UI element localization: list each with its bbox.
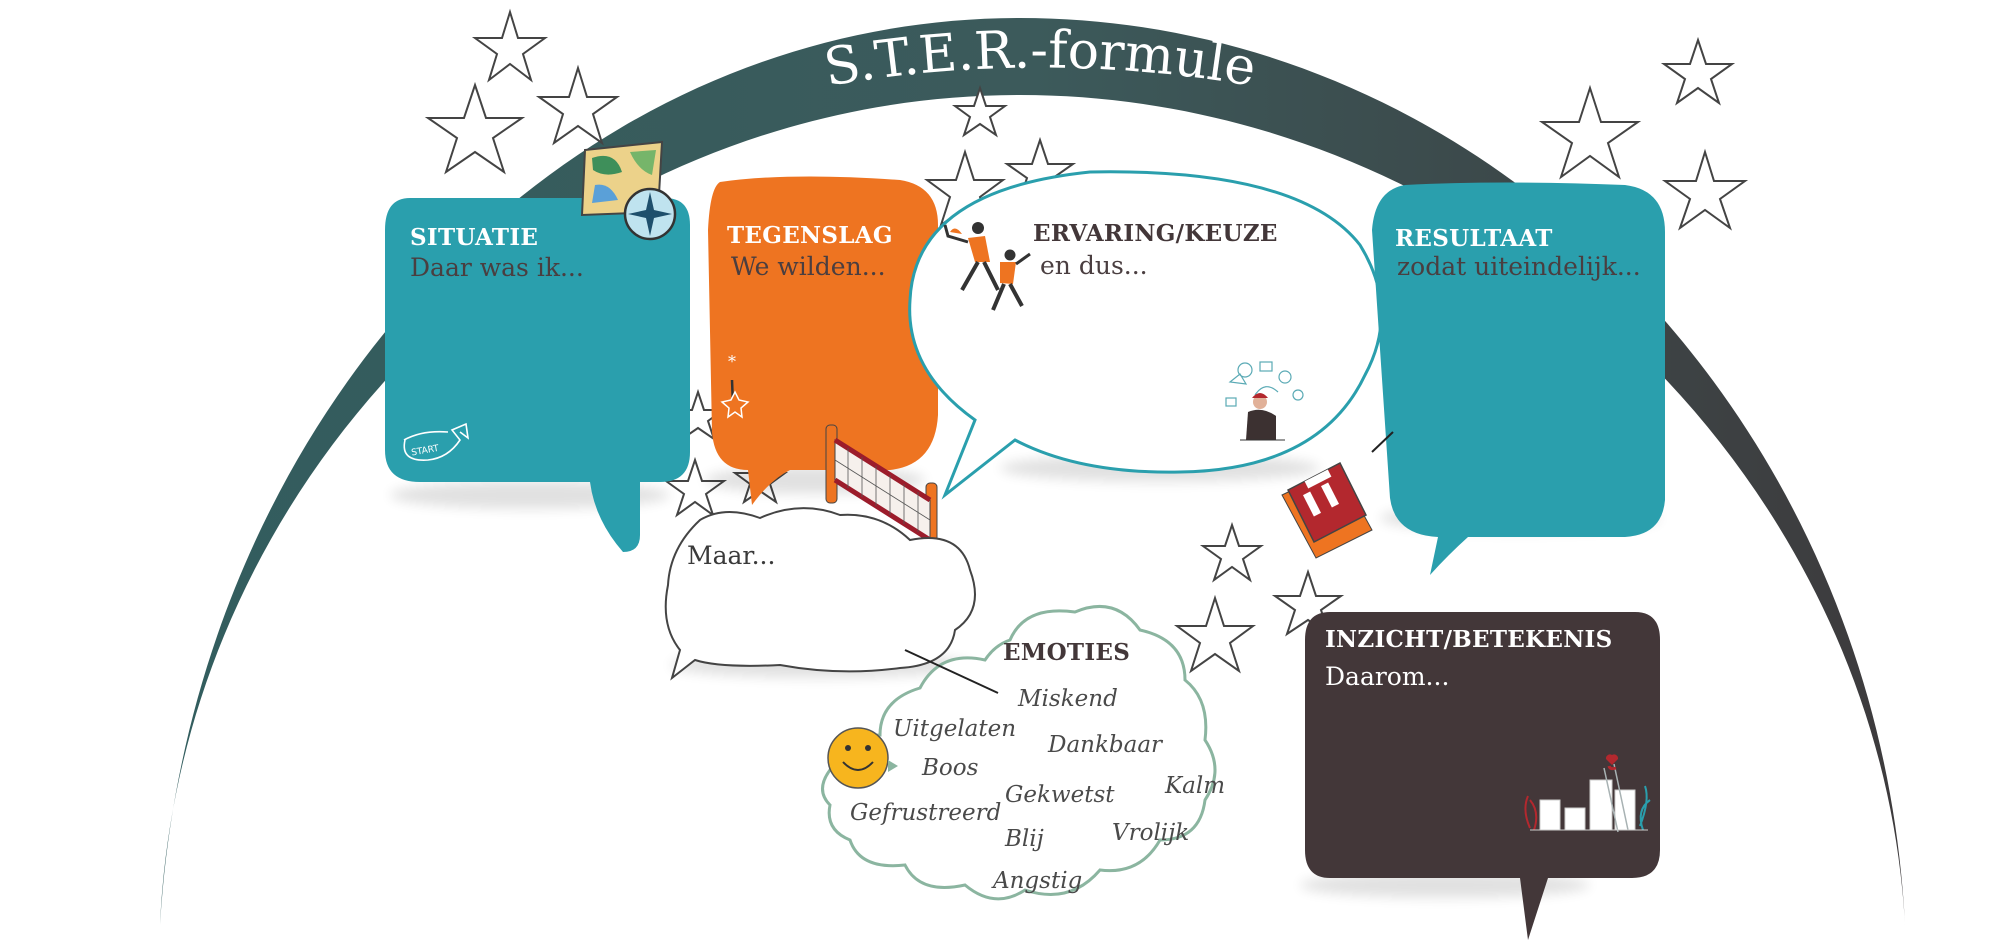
situatie-title: SITUATIE <box>410 224 539 251</box>
thinking-person-icon <box>1225 361 1304 441</box>
smiley-icon <box>827 727 898 789</box>
tegenslag-title: TEGENSLAG <box>727 222 893 249</box>
inzicht-box <box>1305 612 1660 940</box>
emotion-word: Boos <box>922 755 979 781</box>
emotion-word: Angstig <box>993 868 1083 894</box>
situatie-box <box>385 198 690 552</box>
inzicht-subtitle: Daarom... <box>1325 662 1450 691</box>
clipboard-icon <box>1281 431 1394 559</box>
emotion-word: Blij <box>1005 826 1044 852</box>
emotion-word: Gefrustreerd <box>850 800 1002 826</box>
resultaat-box <box>1372 182 1665 575</box>
magic-wand-icon: * <box>720 352 750 419</box>
growth-chart-icon <box>1524 754 1651 833</box>
start-arrow-icon <box>403 422 470 461</box>
emotion-word: Kalm <box>1165 773 1226 799</box>
emotion-word: Vrolijk <box>1112 820 1190 846</box>
ervaring-subtitle: en dus... <box>1040 251 1148 280</box>
connector-line <box>904 649 999 694</box>
maar-subtitle: Maar... <box>687 541 776 570</box>
star-icon <box>1661 148 1749 231</box>
star-icon <box>1538 84 1642 180</box>
star-icon <box>1173 594 1257 674</box>
star-icon <box>1660 36 1736 106</box>
star-icon <box>471 8 549 83</box>
emotion-word: Miskend <box>1018 686 1118 712</box>
start-label: START <box>411 444 441 459</box>
star-icon <box>424 81 526 175</box>
star-icon <box>951 84 1009 138</box>
inzicht-title: INZICHT/BETEKENIS <box>1325 626 1613 653</box>
star-icon <box>1199 521 1265 583</box>
maar-bubble <box>664 507 976 681</box>
tegenslag-box <box>708 176 938 505</box>
emotion-word: Gekwetst <box>1005 782 1115 808</box>
star-icon <box>1271 568 1345 637</box>
svg-text:*: * <box>728 352 736 371</box>
resultaat-subtitle: zodat uiteindelijk... <box>1397 252 1641 281</box>
resultaat-title: RESULTAAT <box>1395 225 1553 252</box>
emotion-word: Dankbaar <box>1048 732 1163 758</box>
runners-icon <box>943 222 1031 311</box>
tegenslag-subtitle: We wilden... <box>731 252 886 281</box>
ervaring-title: ERVARING/KEUZE <box>1033 220 1278 247</box>
map-compass-icon <box>580 140 677 241</box>
emoties-title: EMOTIES <box>1003 639 1131 666</box>
star-icon <box>535 64 621 146</box>
emotion-word: Uitgelaten <box>893 716 1017 742</box>
emoties-cloud <box>821 604 1217 901</box>
situatie-subtitle: Daar was ik... <box>410 253 584 282</box>
